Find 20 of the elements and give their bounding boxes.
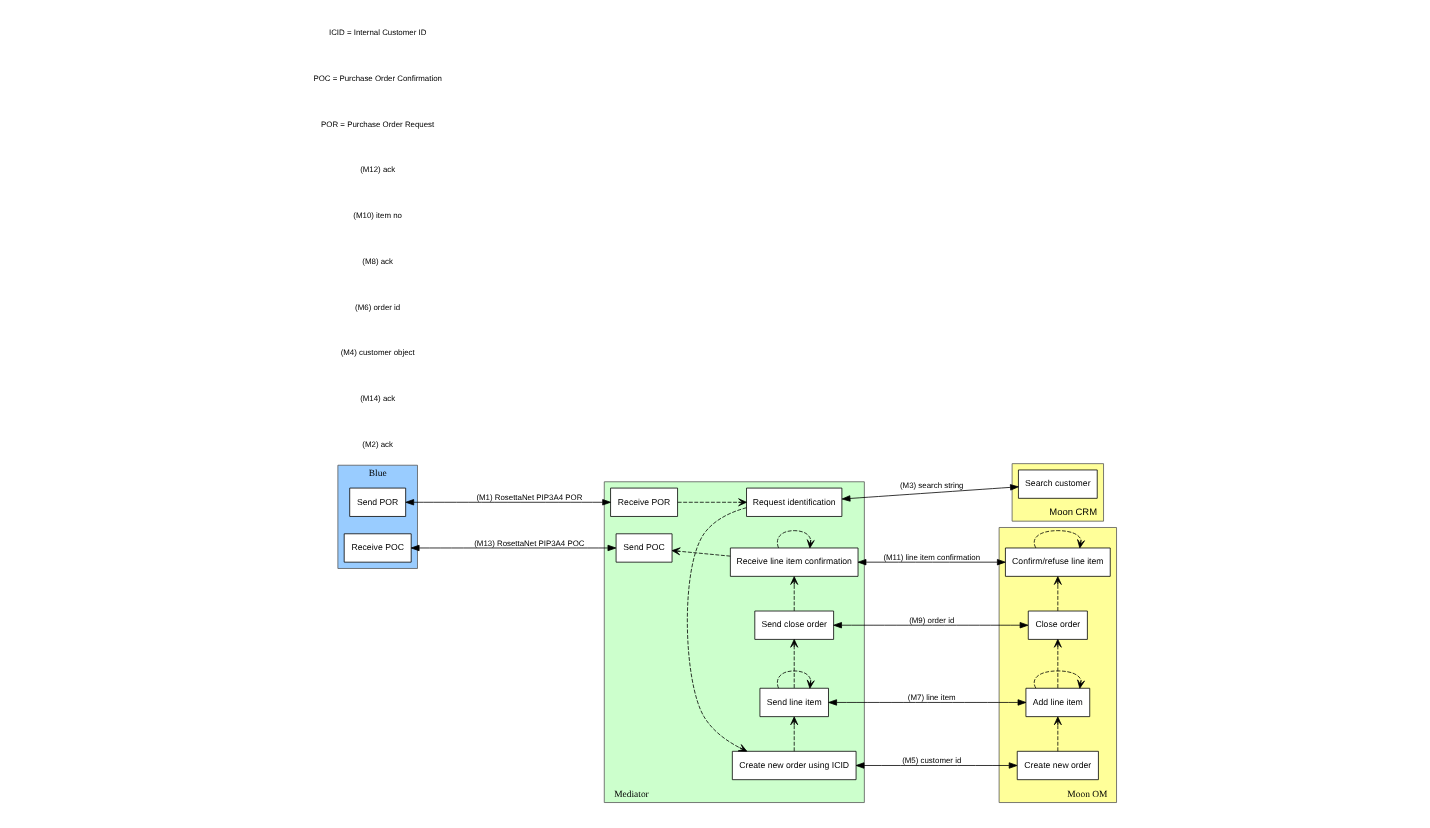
arrow [1053, 639, 1062, 689]
arrow [777, 670, 815, 689]
arrow [405, 499, 611, 506]
arrow [790, 639, 799, 689]
arrow [1033, 530, 1085, 549]
arrow [790, 576, 799, 612]
arrow [671, 547, 731, 557]
arrow [790, 716, 799, 752]
arrow [1053, 576, 1062, 612]
arrow [855, 762, 1018, 769]
arrow [841, 484, 1019, 502]
arrow [1053, 716, 1062, 752]
arrow [828, 699, 1027, 706]
arrow [833, 622, 1029, 629]
arrow [677, 498, 747, 507]
arrow [777, 530, 815, 549]
arrow [857, 559, 1006, 566]
arrow [686, 507, 748, 752]
arrow [410, 544, 617, 552]
arrow [1033, 670, 1085, 689]
